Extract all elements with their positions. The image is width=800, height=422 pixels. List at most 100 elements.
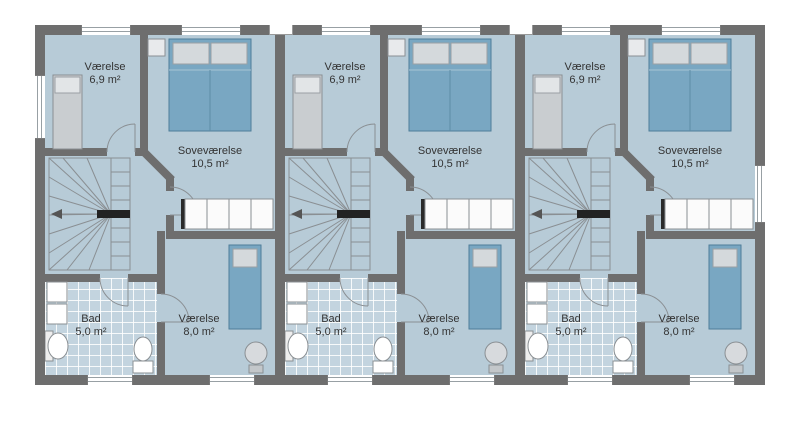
- stair-direction-arrow: [531, 209, 542, 219]
- window-top-left: [561, 25, 611, 35]
- unit-drawing: [525, 35, 755, 375]
- bed-single-small-room-icon: [532, 74, 563, 150]
- window-bottom-left: [567, 375, 613, 385]
- stair-direction-arrow: [51, 209, 62, 219]
- bed-double-icon: [168, 38, 252, 132]
- room-area: 8,0 m²: [663, 326, 695, 338]
- room-name: Værelse: [418, 313, 460, 325]
- interior-walls: [525, 35, 755, 375]
- room-label-vaerelse-large: Værelse 8,0 m²: [641, 313, 717, 339]
- room-label-sovevaerelse: Soveværelse 10,5 m²: [147, 145, 273, 171]
- room-name: Værelse: [84, 61, 126, 73]
- furniture: [45, 38, 274, 374]
- stair-direction-arrow: [291, 209, 302, 219]
- room-name: Soveværelse: [177, 145, 243, 157]
- room-label-vaerelse-small: Værelse 6,9 m²: [533, 61, 637, 87]
- room-label-sovevaerelse: Soveværelse 10,5 m²: [627, 145, 753, 171]
- room-label-vaerelse-large: Værelse 8,0 m²: [401, 313, 477, 339]
- washer-icon: [526, 281, 548, 325]
- room-area: 5,0 m²: [555, 326, 587, 338]
- staircase-icon: [528, 157, 611, 271]
- room-name: Bad: [321, 313, 341, 325]
- unit: Værelse 6,9 m² Soveværelse 10,5 m² Bad 5…: [45, 25, 275, 385]
- window-top-right: [181, 25, 241, 35]
- bed-single-bottom-room-icon: [468, 244, 502, 330]
- washer-icon: [286, 281, 308, 325]
- room-name: Værelse: [178, 313, 220, 325]
- room-label-vaerelse-small: Værelse 6,9 m²: [293, 61, 397, 87]
- nightstand-icon: [627, 38, 646, 57]
- window-bottom-left: [327, 375, 373, 385]
- room-name: Værelse: [658, 313, 700, 325]
- stair-handrail: [577, 210, 610, 218]
- units-row: Værelse 6,9 m² Soveværelse 10,5 m² Bad 5…: [45, 25, 755, 385]
- stair-handrail: [97, 210, 130, 218]
- room-area: 10,5 m²: [191, 158, 229, 170]
- window-top-left: [321, 25, 371, 35]
- room-area: 6,9 m²: [329, 74, 361, 86]
- window-bottom-right: [209, 375, 255, 385]
- window-top-right: [421, 25, 481, 35]
- room-name: Bad: [561, 313, 581, 325]
- unit: Værelse 6,9 m² Soveværelse 10,5 m² Bad 5…: [285, 25, 515, 385]
- washbasin-icon: [484, 341, 508, 374]
- unit-drawing: [45, 35, 275, 375]
- room-label-bad: Bad 5,0 m²: [51, 313, 131, 339]
- room-area: 8,0 m²: [183, 326, 215, 338]
- room-area: 10,5 m²: [431, 158, 469, 170]
- wardrobe-icon: [181, 198, 274, 230]
- bed-single-bottom-room-icon: [228, 244, 262, 330]
- party-wall-joint: [269, 25, 293, 35]
- washbasin-icon: [244, 341, 268, 374]
- party-wall-joint: [509, 25, 533, 35]
- room-name: Soveværelse: [657, 145, 723, 157]
- nightstand-icon: [147, 38, 166, 57]
- furniture: [285, 38, 514, 374]
- door-arcs: [99, 123, 199, 323]
- bed-single-small-room-icon: [52, 74, 83, 150]
- room-area: 10,5 m²: [671, 158, 709, 170]
- wardrobe-icon: [661, 198, 754, 230]
- room-label-bad: Bad 5,0 m²: [531, 313, 611, 339]
- bed-single-small-room-icon: [292, 74, 323, 150]
- bed-double-icon: [648, 38, 732, 132]
- room-area: 6,9 m²: [89, 74, 121, 86]
- room-area: 8,0 m²: [423, 326, 455, 338]
- floor-plan: Værelse 6,9 m² Soveværelse 10,5 m² Bad 5…: [35, 25, 765, 385]
- bed-double-icon: [408, 38, 492, 132]
- unit: Værelse 6,9 m² Soveværelse 10,5 m² Bad 5…: [525, 25, 755, 385]
- washbasin-icon: [724, 341, 748, 374]
- room-name: Værelse: [324, 61, 366, 73]
- room-label-bad: Bad 5,0 m²: [291, 313, 371, 339]
- room-label-vaerelse-small: Værelse 6,9 m²: [53, 61, 157, 87]
- room-name: Værelse: [564, 61, 606, 73]
- room-label-sovevaerelse: Soveværelse 10,5 m²: [387, 145, 513, 171]
- washer-icon: [46, 281, 68, 325]
- room-name: Bad: [81, 313, 101, 325]
- wardrobe-icon: [421, 198, 514, 230]
- bed-single-bottom-room-icon: [708, 244, 742, 330]
- window-bottom-right: [449, 375, 495, 385]
- nightstand-icon: [387, 38, 406, 57]
- interior-walls: [45, 35, 275, 375]
- furniture: [525, 38, 754, 374]
- toilet-icon: [132, 336, 154, 374]
- bathroom-sink-icon: [525, 330, 549, 362]
- window-top-right: [661, 25, 721, 35]
- room-name: Soveværelse: [417, 145, 483, 157]
- window-right-wall: [755, 165, 765, 223]
- room-area: 6,9 m²: [569, 74, 601, 86]
- interior-walls: [285, 35, 515, 375]
- toilet-icon: [612, 336, 634, 374]
- room-area: 5,0 m²: [75, 326, 107, 338]
- bathroom-sink-icon: [45, 330, 69, 362]
- toilet-icon: [372, 336, 394, 374]
- stair-handrail: [337, 210, 370, 218]
- window-bottom-left: [87, 375, 133, 385]
- window-bottom-right: [689, 375, 735, 385]
- bathroom-sink-icon: [285, 330, 309, 362]
- window-top-left: [81, 25, 131, 35]
- unit-drawing: [285, 35, 515, 375]
- window-left-wall: [35, 75, 45, 139]
